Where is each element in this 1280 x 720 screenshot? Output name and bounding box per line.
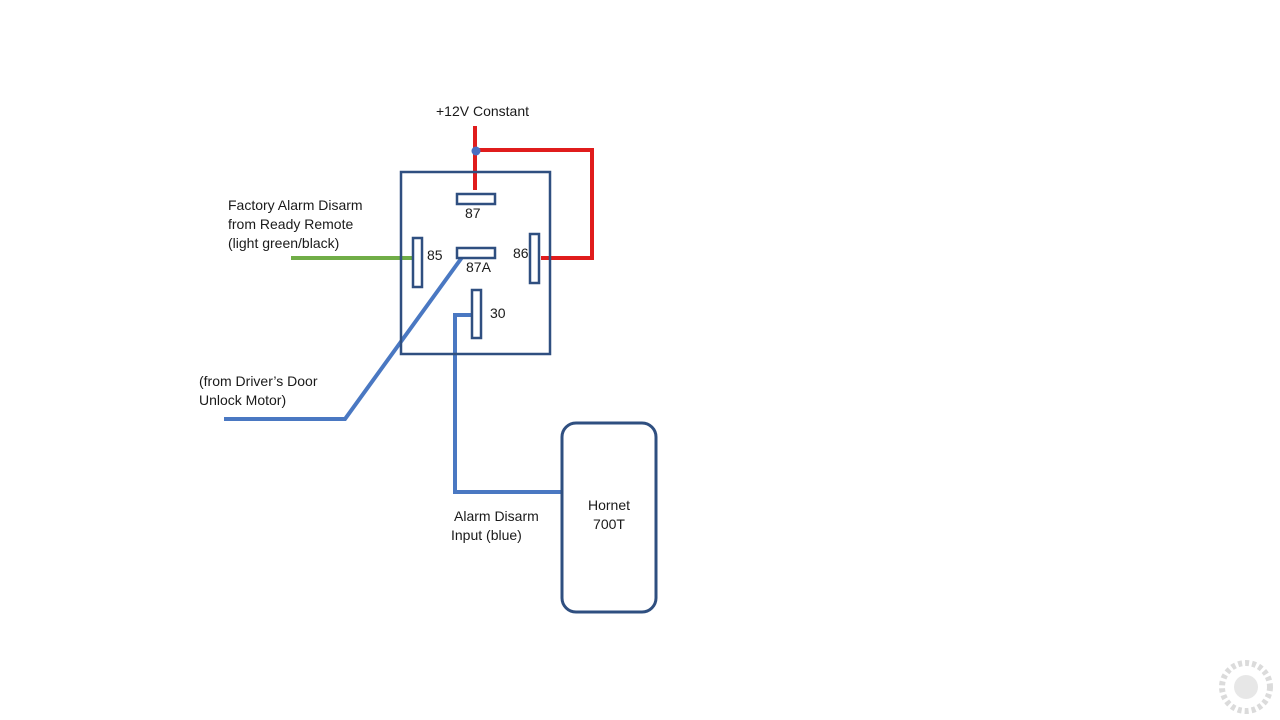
module-label-line2: 700T <box>593 516 625 532</box>
relay-pin-87 <box>455 192 497 206</box>
watermark-seal <box>1219 660 1273 714</box>
factory-alarm-label-line1: Factory Alarm Disarm <box>228 197 363 213</box>
relay-pin-85 <box>411 236 424 289</box>
blue-door-unlock-wire <box>224 254 465 421</box>
blue-alarm-input-wire <box>453 313 562 494</box>
alarm-input-label-line2: Input (blue) <box>451 527 522 543</box>
alarm-input-label-line1: Alarm Disarm <box>454 508 539 524</box>
red-12v-wire <box>473 126 594 260</box>
driver-door-label-line1: (from Driver’s Door <box>199 373 318 389</box>
factory-alarm-label-line2: from Ready Remote <box>228 216 354 232</box>
module-label-line1: Hornet <box>587 497 631 513</box>
hornet-module-body <box>560 421 658 614</box>
pin-label-87: 87 <box>465 205 481 221</box>
relay-pin-30 <box>470 288 483 340</box>
pin-label-87a: 87A <box>466 259 491 275</box>
driver-door-label-line2: Unlock Motor) <box>199 392 287 408</box>
pin-label-30: 30 <box>490 305 506 321</box>
relay-body <box>399 170 552 356</box>
pin-label-85: 85 <box>427 247 443 263</box>
relay-pin-87a <box>455 246 497 260</box>
power-label: +12V Constant <box>436 103 530 119</box>
junction-dot <box>471 146 481 156</box>
relay-pin-86 <box>528 232 541 285</box>
factory-alarm-label-line3: (light green/black) <box>228 235 340 251</box>
pin-label-86: 86 <box>513 245 529 261</box>
